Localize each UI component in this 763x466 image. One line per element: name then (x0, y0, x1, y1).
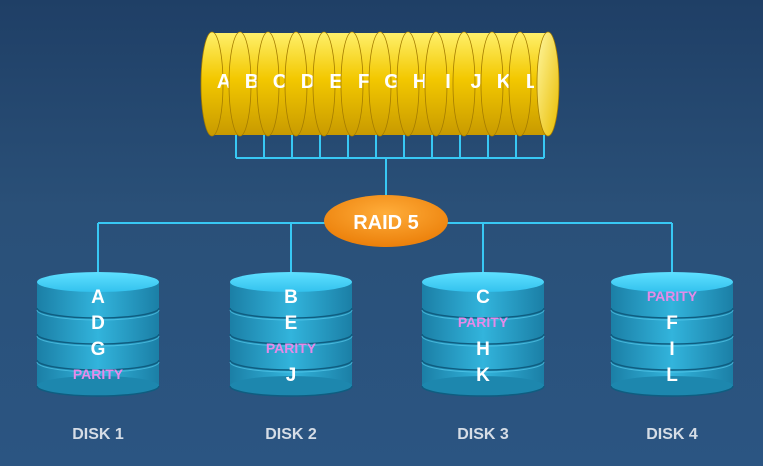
disk-data-block: C (476, 287, 490, 308)
disk-label: DISK 1 (72, 426, 124, 443)
array-block-letter: G (384, 71, 400, 93)
disks: ADG PARITY DISK 1 BE PARITY J DISK 2 C PARITY HK D… (36, 272, 734, 443)
array-block-edge (424, 31, 448, 137)
disk-data-block: H (476, 339, 490, 360)
disk-data-block: A (91, 287, 105, 308)
array-block-edge (508, 31, 532, 137)
disk-bottom-rim (610, 385, 734, 397)
disk-segment-highlight (36, 361, 160, 373)
raid-label: RAID 5 (353, 212, 419, 234)
disk: ADG PARITY DISK 1 (36, 272, 160, 443)
disk-bottom (611, 376, 733, 396)
disk-segment-divider (610, 333, 734, 345)
disk-segment-divider (610, 359, 734, 371)
disk-top-cap (37, 272, 159, 292)
disk-top-cap (611, 272, 733, 292)
array-block-edge (452, 31, 476, 137)
disk-bottom-rim (421, 385, 545, 397)
array-block-letter: I (445, 71, 451, 93)
array-block-letter: E (329, 71, 342, 93)
disk-data-block: J (286, 365, 297, 386)
disk-segment-highlight (229, 335, 353, 347)
disk-data-block: I (669, 339, 674, 360)
array-block-edge (284, 31, 308, 137)
disk-segment-highlight (36, 309, 160, 321)
disk-bottom-rim (36, 385, 160, 397)
disk-segment-divider (421, 359, 545, 371)
array-block-edge (312, 31, 336, 137)
array-block-letter: H (413, 71, 427, 93)
array-block-letter: B (245, 71, 259, 93)
disk-segment-highlight (421, 335, 545, 347)
disk-data-block: L (666, 365, 678, 386)
disk: BE PARITY J DISK 2 (229, 272, 353, 443)
disk-top-cap (230, 272, 352, 292)
array-end-cap (536, 31, 560, 137)
disk-data-block: F (666, 313, 678, 334)
disk-segment-highlight (610, 335, 734, 347)
disk-data-block: K (476, 365, 490, 386)
disk-bottom (37, 376, 159, 396)
disk-parity-block: PARITY (73, 366, 124, 382)
disk-data-block: G (91, 339, 106, 360)
array-block-edge (396, 31, 420, 137)
array-block-letter: A (217, 71, 231, 93)
array-block-letter: D (301, 71, 315, 93)
disk-segment-divider (36, 333, 160, 345)
disk-bottom (422, 376, 544, 396)
disk: C PARITY HK DISK 3 (421, 272, 545, 443)
array-block-edge (256, 31, 280, 137)
disk-data-block: B (284, 287, 298, 308)
array-block-letter: F (358, 71, 370, 93)
array-block-edge (480, 31, 504, 137)
array-block-letter: J (470, 71, 481, 93)
disk-segment-divider (229, 307, 353, 319)
array-block-letter: K (497, 71, 512, 93)
disk-label: DISK 3 (457, 426, 509, 443)
disk-segment-divider (36, 359, 160, 371)
disk-segment-highlight (421, 361, 545, 373)
disk-parity-block: PARITY (458, 314, 509, 330)
disk-segment-divider (421, 307, 545, 319)
array-block: G (368, 31, 409, 137)
disk-segment-highlight (229, 361, 353, 373)
disk-bottom (230, 376, 352, 396)
array-block-edge (368, 31, 392, 137)
disk-data-block: D (91, 313, 105, 334)
disk-segment-highlight (610, 361, 734, 373)
array-block-edge (340, 31, 364, 137)
disk-segment-highlight (36, 335, 160, 347)
disk-body (611, 282, 733, 386)
array-block-edge (200, 31, 224, 137)
disk-body (230, 282, 352, 386)
disk-segment-divider (229, 333, 353, 345)
disk-segment-divider (36, 307, 160, 319)
disk-body (37, 282, 159, 386)
disk-parity-block: PARITY (266, 340, 317, 356)
disk-bottom-rim (229, 385, 353, 397)
disk-parity-block: PARITY (647, 288, 698, 304)
raid-badge (324, 195, 448, 247)
disk-label: DISK 2 (265, 426, 317, 443)
disk-segment-divider (229, 359, 353, 371)
disk-top-cap (422, 272, 544, 292)
disk: PARITY FIL DISK 4 (610, 272, 734, 443)
disk-segment-highlight (610, 309, 734, 321)
disk-segment-highlight (229, 309, 353, 321)
disk-segment-divider (421, 333, 545, 345)
array-block-letter: C (273, 71, 287, 93)
disk-label: DISK 4 (646, 426, 698, 443)
disk-segment-divider (610, 307, 734, 319)
disk-data-block: E (285, 313, 298, 334)
disk-body (422, 282, 544, 386)
disk-segment-highlight (421, 309, 545, 321)
raid-controller: RAID 5 (324, 195, 448, 247)
array-block-edge (228, 31, 252, 137)
